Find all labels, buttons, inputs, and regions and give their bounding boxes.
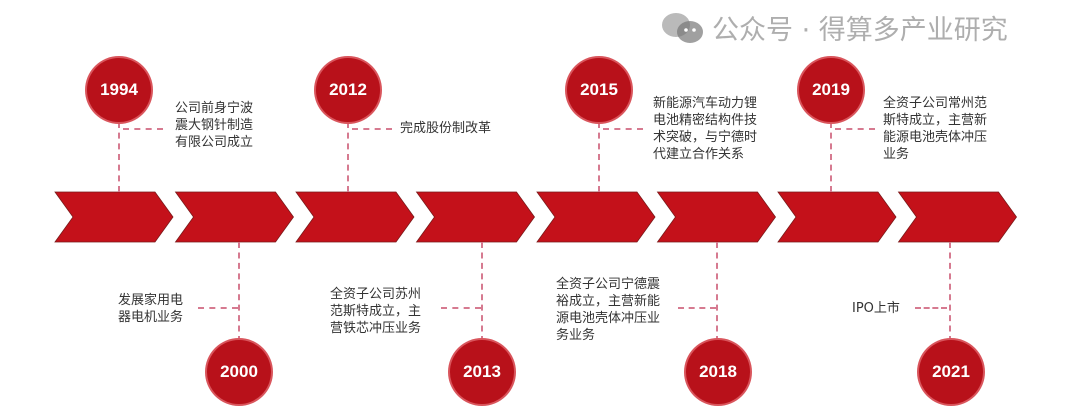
year-badge-2021: 2021 [919, 340, 983, 404]
connector-2018 [716, 242, 718, 342]
chevron-segment [777, 191, 897, 243]
event-text-2015: 新能源汽车动力锂 电池精密结构件技 术突破，与宁德时 代建立合作关系 [653, 96, 758, 162]
event-text-2021: IPO上市 [852, 301, 900, 316]
watermark-text: 公众号 · 得算多产业研究 [712, 15, 1008, 46]
year-badge-2018: 2018 [686, 340, 750, 404]
connector-h-2013 [441, 307, 481, 309]
event-text-1994: 公司前身宁波 震大钢针制造 有限公司成立 [175, 101, 254, 150]
connector-2012 [347, 122, 349, 192]
chevron-segment [295, 191, 415, 243]
chevron-segment [536, 191, 656, 243]
connector-2015 [598, 122, 600, 192]
chevron-segment [656, 191, 776, 243]
year-badge-1994: 1994 [87, 58, 151, 122]
connector-h-2015 [603, 128, 643, 130]
event-text-2012: 完成股份制改革 [400, 121, 492, 136]
chevron-segment [54, 191, 174, 243]
connector-h-2000 [198, 307, 238, 309]
watermark: 公众号 · 得算多产业研究 [660, 8, 1008, 47]
connector-1994 [118, 122, 120, 192]
event-text-2019: 全资子公司常州范 斯特成立，主营新 能源电池壳体冲压 业务 [883, 96, 988, 162]
event-text-2013: 全资子公司苏州 范斯特成立，主 营铁芯冲压业务 [330, 287, 422, 336]
connector-2013 [481, 242, 483, 342]
wechat-icon [662, 12, 703, 43]
connector-h-2021 [915, 307, 947, 309]
connector-2019 [830, 122, 832, 192]
connector-h-2019 [835, 128, 875, 130]
chevron-segment [415, 191, 535, 243]
chevron-segment [174, 191, 294, 243]
connector-2021 [949, 242, 951, 342]
year-badge-2013: 2013 [450, 340, 514, 404]
year-badge-2000: 2000 [207, 340, 271, 404]
connector-h-2018 [678, 307, 716, 309]
year-badge-2015: 2015 [567, 58, 631, 122]
event-text-2000: 发展家用电 器电机业务 [118, 293, 184, 325]
chevron-segment [897, 191, 1017, 243]
connector-h-2012 [352, 128, 392, 130]
event-text-2018: 全资子公司宁德震 裕成立，主营新能 源电池壳体冲压业 务业务 [556, 277, 661, 343]
year-badge-2019: 2019 [799, 58, 863, 122]
connector-2000 [238, 242, 240, 342]
connector-h-1994 [123, 128, 163, 130]
year-badge-2012: 2012 [316, 58, 380, 122]
